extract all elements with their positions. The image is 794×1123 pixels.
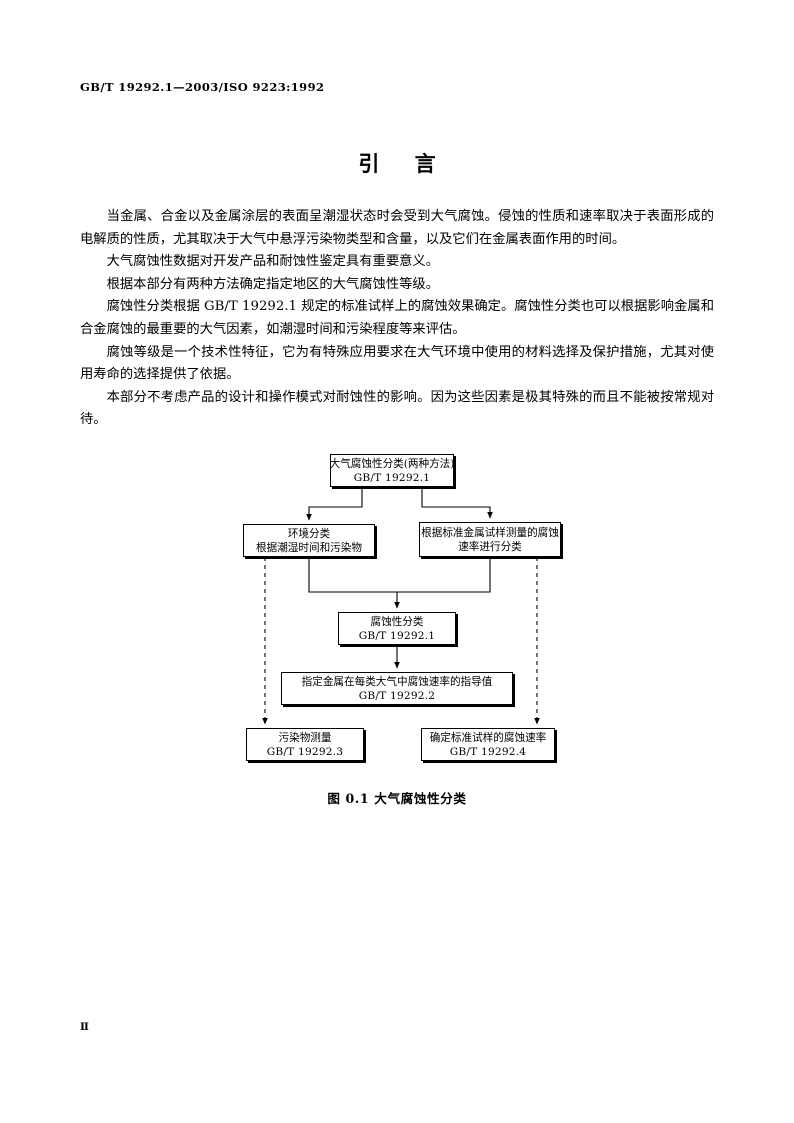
flow-node-guidance-values: 指定金属在每类大气中腐蚀速率的指导值 GB/T 19292.2 [281, 672, 513, 705]
paragraph: 本部分不考虑产品的设计和操作模式对耐蚀性的影响。因为这些因素是极其特殊的而且不能… [80, 389, 714, 428]
flow-node-line2: GB/T 19292.2 [358, 689, 436, 702]
flow-node-line1: 大气腐蚀性分类(两种方法) [329, 457, 455, 470]
flow-node-line2: GB/T 19292.1 [358, 629, 436, 642]
flow-node-line1: 指定金属在每类大气中腐蚀速率的指导值 [301, 675, 493, 688]
flow-node-line1: 环境分类 [287, 527, 331, 540]
page-title: 引 言 [358, 151, 450, 176]
flow-node-specimen-corrosion-rate: 确定标准试样的腐蚀速率 GB/T 19292.4 [421, 728, 555, 761]
flow-node-line2: GB/T 19292.3 [266, 745, 344, 758]
page-number: Ⅱ [80, 1021, 89, 1033]
flow-node-top: 大气腐蚀性分类(两种方法) GB/T 19292.1 [330, 454, 454, 487]
paragraph: 腐蚀性分类根据 GB/T 19292.1 规定的标准试样上的腐蚀效果确定。腐蚀性… [80, 299, 714, 337]
flow-node-line1: 污染物测量 [278, 731, 332, 744]
flow-node-line1: 确定标准试样的腐蚀速率 [429, 731, 547, 744]
flow-node-pollutant-measurement: 污染物测量 GB/T 19292.3 [246, 728, 364, 761]
paragraph: 根据本部分有两种方法确定指定地区的大气腐蚀性等级。 [106, 276, 440, 292]
paragraph: 大气腐蚀性数据对开发产品和耐蚀性鉴定具有重要意义。 [106, 254, 440, 270]
paragraph: 当金属、合金以及金属涂层的表面呈潮湿状态时会受到大气腐蚀。侵蚀的性质和速率取决于… [80, 209, 714, 247]
flow-node-environment-classification: 环境分类 根据潮湿时间和污染物 [243, 524, 375, 557]
flow-node-corrosion-rate-classification: 根据标准金属试样测量的腐蚀 速率进行分类 [419, 522, 561, 557]
flow-node-corrosivity-classification: 腐蚀性分类 GB/T 19292.1 [338, 612, 456, 645]
flow-node-line1: 根据标准金属试样测量的腐蚀 [421, 526, 559, 539]
flow-node-line2: GB/T 19292.4 [449, 745, 527, 758]
standard-number-header: GB/T 19292.1—2003/ISO 9223:1992 [80, 80, 325, 94]
flow-node-line2: 根据潮湿时间和污染物 [256, 541, 362, 554]
figure-caption: 图 0.1 大气腐蚀性分类 [327, 791, 467, 806]
flow-node-line2: 速率进行分类 [458, 540, 522, 553]
flowchart: 大气腐蚀性分类(两种方法) GB/T 19292.1 环境分类 根据潮湿时间和污… [0, 440, 794, 800]
body-text: 当金属、合金以及金属涂层的表面呈潮湿状态时会受到大气腐蚀。侵蚀的性质和速率取决于… [80, 206, 714, 432]
flow-node-line2: GB/T 19292.1 [353, 471, 431, 484]
flow-node-line1: 腐蚀性分类 [370, 615, 424, 628]
paragraph: 腐蚀等级是一个技术性特征，它为有特殊应用要求在大气环境中使用的材料选择及保护措施… [80, 344, 714, 383]
figure-0-1: 大气腐蚀性分类(两种方法) GB/T 19292.1 环境分类 根据潮湿时间和污… [0, 440, 794, 830]
